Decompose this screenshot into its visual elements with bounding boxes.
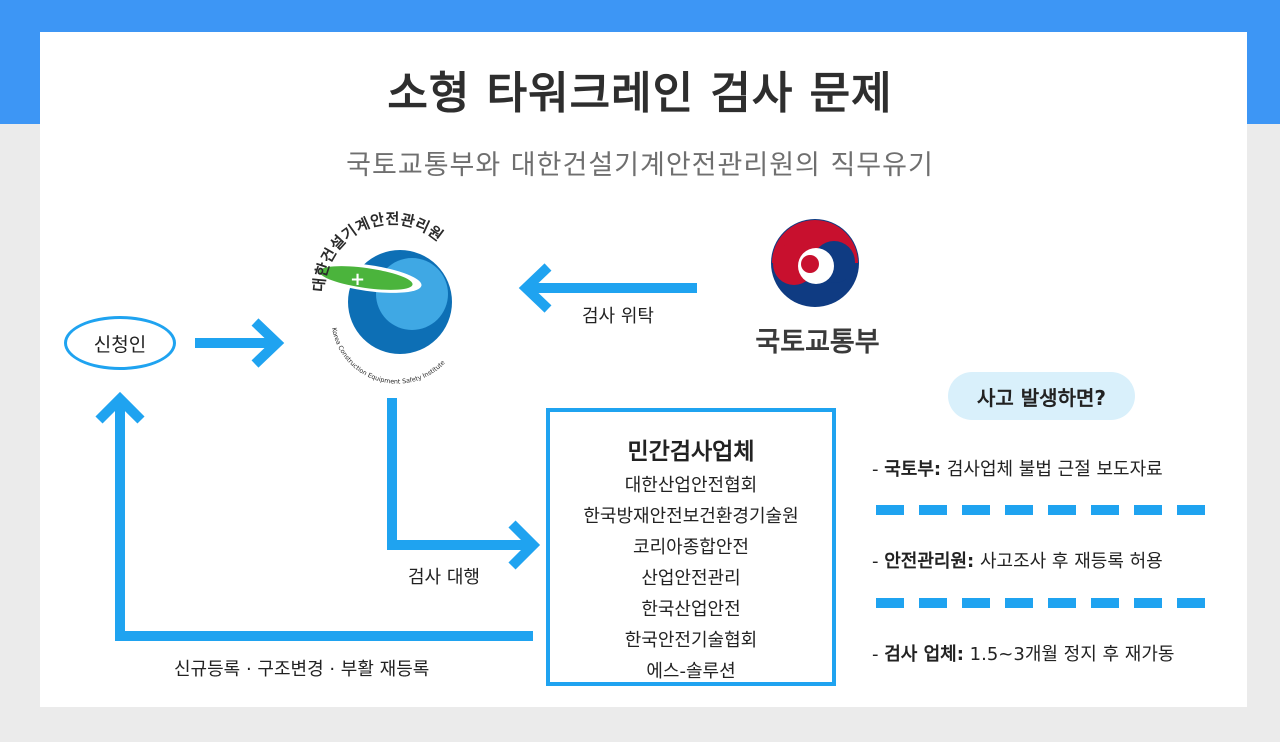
incident-pill: 사고 발생하면? bbox=[948, 372, 1135, 420]
arrow-applicant-to-kcesi-head bbox=[251, 318, 285, 368]
list-item: 한국안전기술협회 bbox=[624, 630, 758, 651]
svg-text:+: + bbox=[350, 269, 365, 290]
arrow-ministry-to-kcesi-head bbox=[518, 263, 552, 313]
page-title: 소형 타워크레인 검사 문제 bbox=[387, 68, 893, 119]
dashed-divider bbox=[876, 505, 1208, 515]
list-item: 코리아종합안전 bbox=[633, 537, 749, 558]
dashed-divider bbox=[876, 598, 1208, 608]
arrow-inspectors-to-applicant bbox=[115, 402, 533, 641]
incident-note-institute: - 안전관리원: 사고조사 후 재등록 허용 bbox=[872, 551, 1163, 572]
proxy-label: 검사 대행 bbox=[408, 567, 480, 588]
list-item: 한국산업안전 bbox=[641, 599, 741, 620]
return-label: 신규등록 · 구조변경 · 부활 재등록 bbox=[174, 659, 430, 680]
incident-note-ministry: - 국토부: 검사업체 불법 근절 보도자료 bbox=[872, 459, 1163, 480]
arrow-inspectors-to-applicant-head bbox=[95, 391, 145, 424]
list-item: 대한산업안전협회 bbox=[624, 475, 758, 496]
kcesi-logo: + 대한건설기계안전관리원 Korea Construction Equipme… bbox=[310, 210, 452, 386]
entrust-label: 검사 위탁 bbox=[582, 306, 654, 327]
note-what: 검사업체 불법 근절 보도자료 bbox=[946, 459, 1163, 480]
note-what: 1.5~3개월 정지 후 재가동 bbox=[969, 644, 1175, 665]
content-card bbox=[40, 32, 1247, 707]
incident-note-inspector: - 검사 업체: 1.5~3개월 정지 후 재가동 bbox=[872, 644, 1175, 665]
taegeuk-logo-icon bbox=[771, 219, 859, 307]
arrow-kcesi-to-inspectors bbox=[387, 398, 528, 550]
note-who: 안전관리원: bbox=[884, 551, 975, 572]
page-subtitle: 국토교통부와 대한건설기계안전관리원의 직무유기 bbox=[346, 150, 934, 181]
private-inspectors-heading: 민간검사업체 bbox=[627, 439, 755, 465]
private-inspectors-box: 민간검사업체 대한산업안전협회 한국방재안전보건환경기술원 코리아종합안전 산업… bbox=[546, 408, 836, 686]
applicant-label: 신청인 bbox=[93, 333, 147, 356]
arrow-kcesi-to-inspectors-head bbox=[508, 520, 541, 570]
applicant-node: 신청인 bbox=[64, 316, 176, 370]
list-item: 한국방재안전보건환경기술원 bbox=[583, 506, 799, 527]
list-item: 에스-솔루션 bbox=[646, 661, 736, 682]
note-what: 사고조사 후 재등록 허용 bbox=[979, 551, 1163, 572]
list-item: 산업안전관리 bbox=[641, 568, 741, 589]
note-who: 검사 업체: bbox=[884, 644, 964, 665]
note-who: 국토부: bbox=[884, 459, 942, 480]
ministry-name: 국토교통부 bbox=[755, 327, 880, 358]
